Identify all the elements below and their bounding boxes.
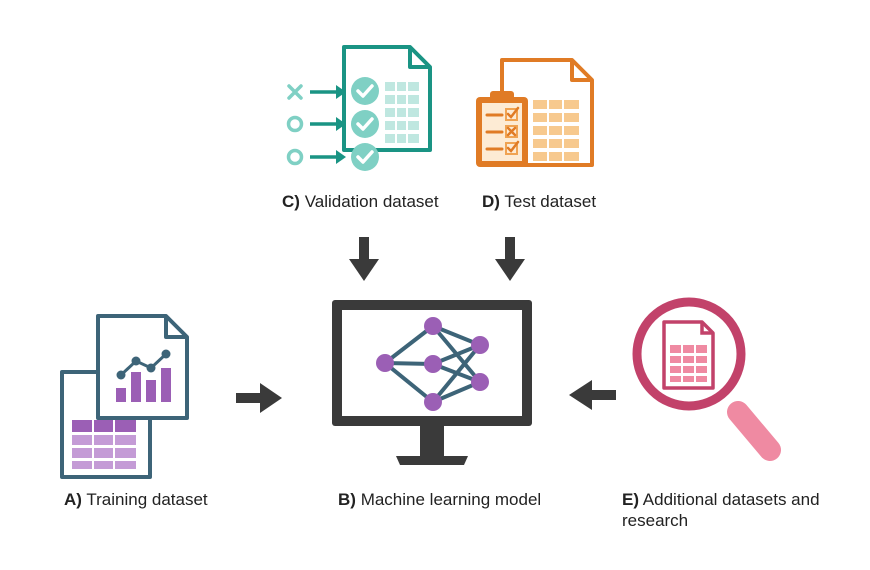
validation-doc-icon	[286, 45, 432, 171]
arrow-training-to-model	[236, 383, 282, 413]
training-chart-doc-icon	[60, 314, 189, 479]
test-clipboard-icon	[476, 58, 594, 167]
monitor-neural-network-icon	[332, 300, 532, 465]
test-dataset-label: D) Test dataset	[482, 192, 597, 211]
validation-dataset-label: C) Validation dataset	[282, 192, 439, 211]
arrow-validation-to-model	[349, 237, 379, 281]
arrow-test-to-model	[495, 237, 525, 281]
arrow-additional-to-model	[569, 380, 616, 410]
training-dataset-label: A) Training dataset	[64, 490, 208, 509]
additional-datasets-label: E) Additional datasets and research	[622, 490, 820, 530]
ml-model-label: B) Machine learning model	[338, 490, 542, 509]
magnifier-spreadsheet-icon	[632, 297, 781, 461]
